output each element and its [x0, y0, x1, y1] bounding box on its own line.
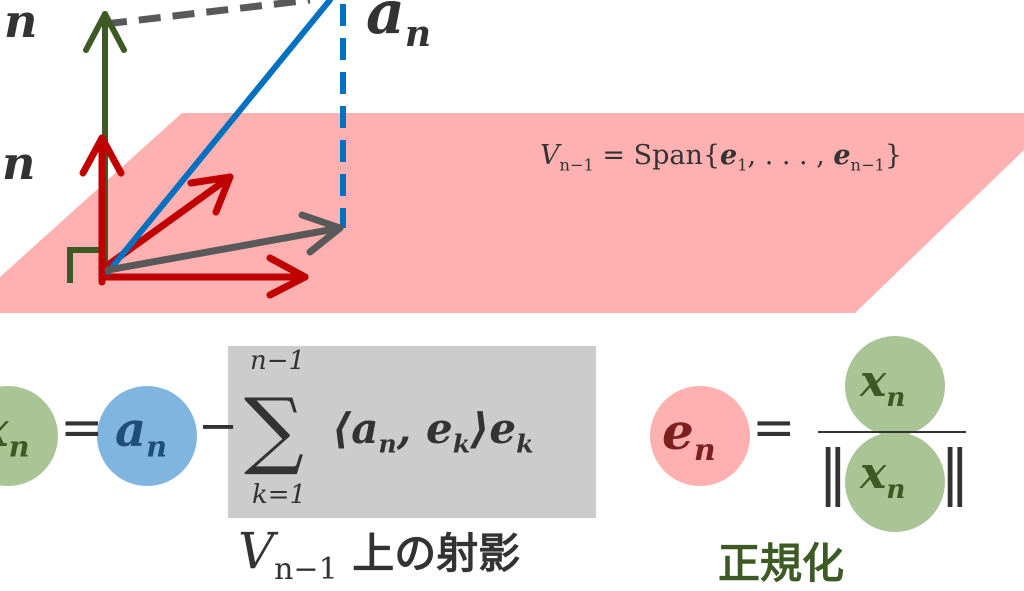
denominator-x-n: xn — [860, 448, 906, 505]
label-e-n-partial: n — [2, 136, 36, 190]
span-e1: e — [720, 140, 738, 171]
formula-a-n: an — [115, 402, 168, 464]
span-V: V — [540, 140, 560, 171]
projection-dashed-line — [104, 0, 311, 28]
projection-caption: Vn−1 上の射影 — [238, 522, 521, 587]
formula-equals-2: = — [752, 398, 796, 458]
inner-product-term: ⟨an, ek⟩ek — [332, 404, 534, 459]
fraction-bar — [818, 431, 966, 433]
a-n-circle — [97, 386, 197, 486]
span-close: } — [884, 140, 903, 171]
sum-lower-limit: k=1 — [252, 480, 307, 510]
formula-equals: = — [60, 398, 104, 458]
span-dots: , . . . , — [747, 140, 834, 171]
span-eq: = Span{ — [593, 140, 721, 171]
numerator-x-n: xn — [860, 356, 906, 413]
span-en1-sub: n−1 — [850, 155, 885, 175]
span-e1-sub: 1 — [737, 155, 748, 175]
vector-a-n — [105, 0, 333, 275]
diagram-canvas — [0, 0, 1024, 313]
denominator-circle — [845, 432, 945, 532]
norm-right: ‖ — [940, 438, 970, 508]
numerator-circle — [845, 336, 945, 436]
subspace-plane — [0, 113, 1024, 313]
vector-projection — [104, 211, 344, 274]
vector-e-up — [79, 134, 125, 286]
label-a-n: an — [366, 0, 431, 55]
span-en1: e — [833, 140, 851, 171]
a-n-sub: n — [404, 13, 432, 55]
span-formula: Vn−1 = Span{e1, . . . , en−1} — [540, 140, 902, 174]
sum-upper-limit: n−1 — [250, 346, 306, 376]
norm-left: ‖ — [818, 438, 848, 508]
formula-minus: − — [198, 398, 239, 454]
formula-x-n: xn — [0, 402, 30, 464]
right-angle-marker — [67, 247, 105, 283]
formula-e-n: en — [662, 402, 716, 468]
span-V-sub: n−1 — [559, 155, 594, 175]
sum-symbol: ∑ — [244, 380, 304, 478]
label-x-n-partial: n — [4, 0, 38, 48]
projection-box — [228, 346, 596, 518]
normalization-caption: 正規化 — [718, 539, 845, 588]
e-n-circle — [650, 386, 750, 486]
a-n-base: a — [366, 0, 405, 48]
vector-e-horizontal — [101, 254, 309, 299]
